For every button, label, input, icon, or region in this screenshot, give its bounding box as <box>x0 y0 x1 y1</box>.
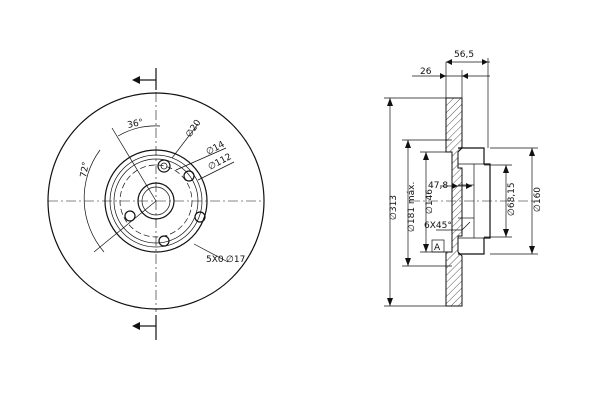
angle-72-label: 72° <box>79 161 92 178</box>
dim-47-8-label: 47,8 <box>428 181 448 191</box>
angle-arc-72 <box>83 149 105 253</box>
bolt-hole-lower-right <box>194 211 206 223</box>
bolt-holes <box>124 159 206 247</box>
disc-outer-edge <box>47 92 265 310</box>
leader-dia112 <box>197 161 235 181</box>
dia-68-15-label: ∅68,15 <box>507 182 517 216</box>
angle-36-label: 36° <box>127 118 145 131</box>
angle-ray-1 <box>111 127 157 202</box>
angle-arc-36 <box>117 125 161 137</box>
front-view: 36° 72° ∅20 ∅14 ∅112 5X0 ∅17 <box>47 68 265 340</box>
leader-dia14 <box>175 147 227 171</box>
dia-313-label: ∅313 <box>389 195 399 220</box>
count-holes-label: 5X0 <box>206 255 224 265</box>
section-arrow-top <box>132 68 157 90</box>
bolt-hole-top <box>157 159 171 173</box>
dia-146-label: ∅146 <box>425 189 435 214</box>
bolt-hole-upper-right <box>183 170 195 182</box>
leader-count <box>193 243 229 263</box>
dia-17-label: ∅17 <box>226 255 245 265</box>
hat-inner-edge <box>113 158 199 244</box>
bolt-hole-lower-left <box>124 210 136 222</box>
leader-dia20 <box>171 123 199 159</box>
dia-160-label: ∅160 <box>533 187 543 212</box>
section-arrow-bottom <box>132 315 157 340</box>
hat-outer-edge <box>104 149 208 253</box>
datum-box <box>431 239 445 253</box>
dia-181-label: ∅181 máx. <box>407 182 417 232</box>
datum-label: A <box>434 243 441 253</box>
dim-56-5-label: 56,5 <box>454 50 474 60</box>
hat-step-edge <box>109 154 203 248</box>
dim-26-label: 26 <box>420 67 432 77</box>
center-bore <box>137 182 175 220</box>
angle-ray-2 <box>93 200 157 253</box>
dia-20-label: ∅20 <box>184 118 203 140</box>
side-view: 56,5 26 ∅313 ∅181 máx. ∅146 <box>384 50 543 307</box>
center-bore-chamfer <box>141 186 171 216</box>
bolt-hole-bottom <box>158 235 170 247</box>
pitch-circle <box>119 164 193 238</box>
bolt-hole-top-inner <box>160 162 168 170</box>
chamfer-label: 6X45° <box>424 221 452 231</box>
disc-section-hatch <box>445 97 463 307</box>
